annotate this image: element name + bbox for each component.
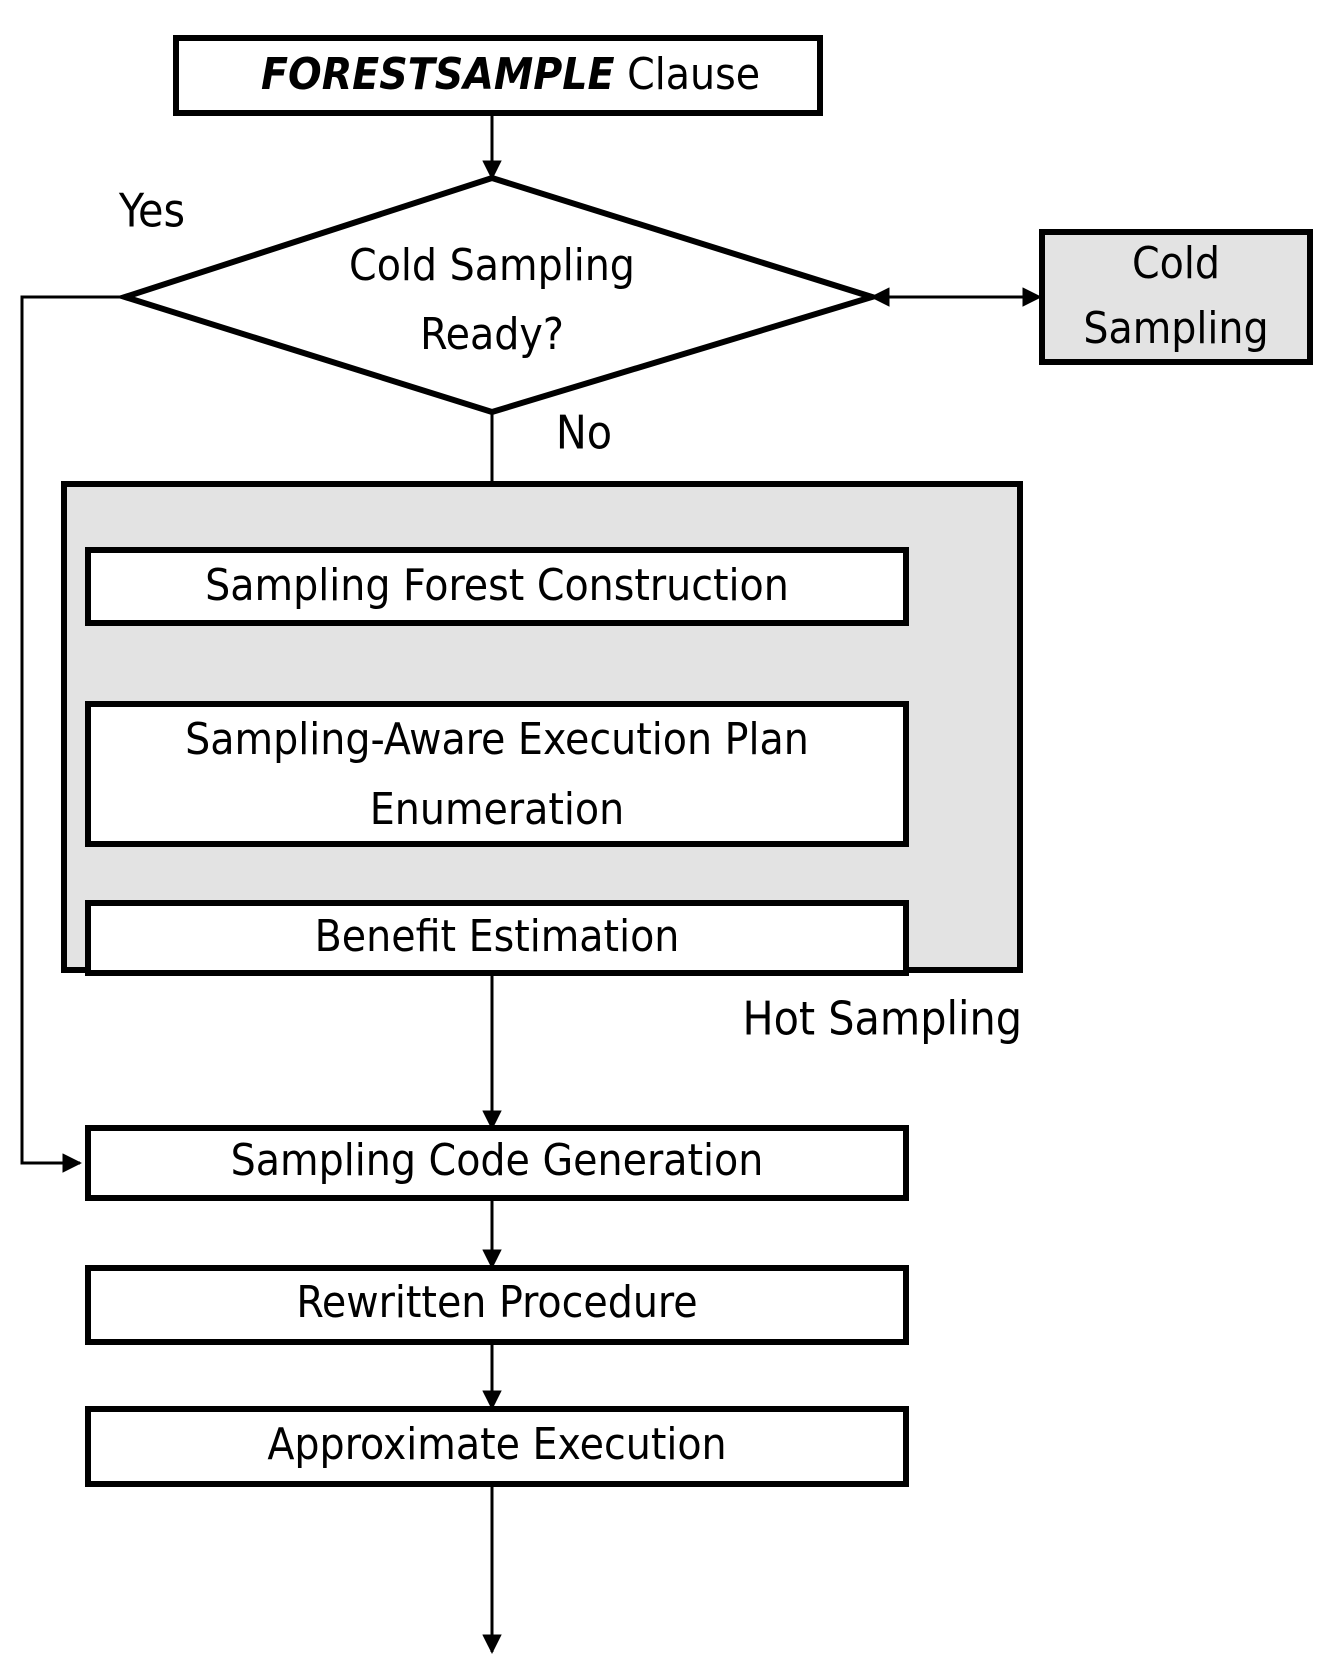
approximate-execution-label: Approximate Execution (267, 1419, 726, 1470)
benefit-estimation-label: Benefit Estimation (315, 911, 680, 962)
cold-sampling-ready-label-line1: Cold Sampling (349, 240, 635, 291)
benefit-estimation-box[interactable] (85, 900, 909, 976)
sampling-aware-execution-plan-enumeration-label-line2: Enumeration (370, 784, 624, 835)
edge-label-no: No (556, 406, 612, 460)
edge-label-yes: Yes (118, 184, 185, 238)
approximate-execution-box[interactable] (85, 1406, 909, 1487)
sampling-aware-execution-plan-enumeration-box[interactable] (85, 701, 909, 847)
forestsample-clause-label: FORESTSAMPLE Clause (173, 49, 823, 100)
sampling-code-generation-label: Sampling Code Generation (231, 1135, 764, 1186)
forestsample-clause-italic: FORESTSAMPLE (261, 49, 615, 100)
cold-sampling-ready-label-line2: Ready? (420, 309, 564, 360)
cold-sampling-label-line1: Cold (1132, 238, 1220, 289)
cold-sampling-box[interactable] (1039, 229, 1313, 365)
cold-sampling-ready-diamond[interactable] (115, 174, 883, 416)
sampling-forest-construction-label: Sampling Forest Construction (205, 560, 789, 611)
sampling-forest-construction-box[interactable] (85, 547, 909, 626)
forestsample-clause-regular: Clause (615, 49, 761, 100)
cold-sampling-label-line2: Sampling (1083, 303, 1268, 354)
edge-decision-yes-to-codegen (20, 295, 125, 1173)
sampling-aware-execution-plan-enumeration-label-line1: Sampling-Aware Execution Plan (185, 714, 809, 765)
rewritten-procedure-box[interactable] (85, 1265, 909, 1345)
sampling-code-generation-box[interactable] (85, 1125, 909, 1201)
hot-sampling-group-label: Hot Sampling (742, 992, 1022, 1046)
rewritten-procedure-label: Rewritten Procedure (296, 1277, 697, 1328)
forestsample-clause-box[interactable] (173, 35, 823, 116)
